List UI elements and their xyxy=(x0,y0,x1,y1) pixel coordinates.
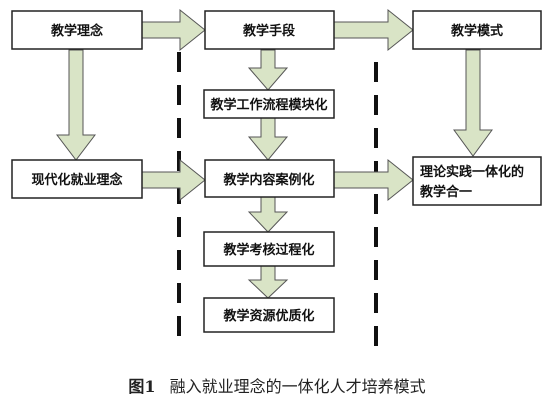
node-teaching-mode: 教学模式 xyxy=(412,10,542,50)
node-theory-practice-line2: 教学合一 xyxy=(419,184,472,200)
arrow-case-to-assessment xyxy=(247,196,289,233)
arrow-concept-to-means xyxy=(141,8,206,52)
node-optimized-resources-label: 教学资源优质化 xyxy=(222,308,314,324)
arrow-employment-to-case xyxy=(141,158,206,202)
arrow-means-to-mode xyxy=(333,8,414,52)
arrow-mode-to-integration xyxy=(453,49,493,157)
node-process-assessment: 教学考核过程化 xyxy=(203,231,335,267)
node-optimized-resources: 教学资源优质化 xyxy=(203,297,335,333)
figure-number: 图1 xyxy=(128,377,156,396)
node-teaching-means: 教学手段 xyxy=(204,10,335,50)
node-teaching-means-label: 教学手段 xyxy=(242,23,295,39)
node-modular-workflow-label: 教学工作流程模块化 xyxy=(209,97,327,113)
arrow-assessment-to-resources xyxy=(247,265,289,299)
node-theory-practice-integration: 理论实践一体化的 教学合一 xyxy=(412,156,542,206)
node-modular-workflow: 教学工作流程模块化 xyxy=(203,89,335,119)
node-theory-practice-line1: 理论实践一体化的 xyxy=(420,164,524,180)
node-teaching-concept: 教学理念 xyxy=(11,10,143,50)
node-case-based-content-label: 教学内容案例化 xyxy=(222,172,314,188)
arrow-workflow-to-case xyxy=(247,117,289,161)
figure-caption: 图1 融入就业理念的一体化人才培养模式 xyxy=(0,373,554,397)
node-teaching-concept-label: 教学理念 xyxy=(50,23,103,39)
arrow-case-to-integration xyxy=(333,158,414,202)
flow-diagram: 教学理念 教学手段 教学模式 教学工作流程模块化 现代化就业理念 教学内容案例化… xyxy=(11,8,542,356)
node-modern-employment-concept: 现代化就业理念 xyxy=(11,159,143,199)
arrow-means-to-workflow xyxy=(247,49,289,91)
arrow-concept-to-employment xyxy=(55,49,97,161)
node-teaching-mode-label: 教学模式 xyxy=(450,23,503,39)
figure-title: 融入就业理念的一体化人才培养模式 xyxy=(169,377,426,396)
node-case-based-content: 教学内容案例化 xyxy=(204,159,335,198)
node-process-assessment-label: 教学考核过程化 xyxy=(222,242,314,258)
node-modern-employment-concept-label: 现代化就业理念 xyxy=(31,172,122,188)
